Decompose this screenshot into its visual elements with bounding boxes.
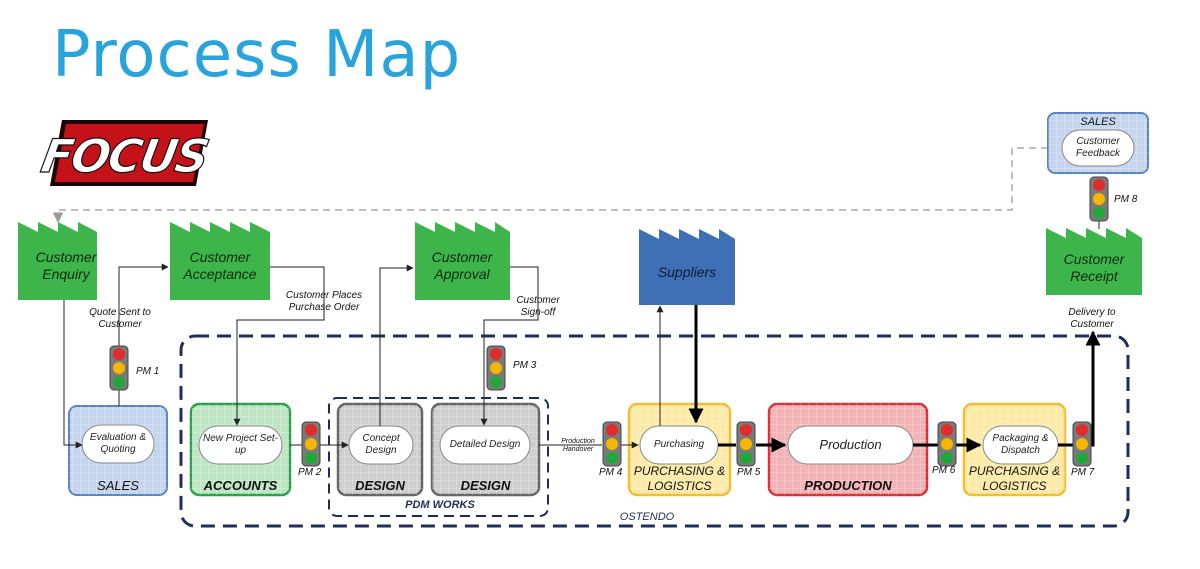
box-design-1 <box>336 402 424 497</box>
pm8-label: PM 8 <box>1114 194 1138 205</box>
box-sales-left <box>68 405 168 496</box>
traffic-light-pm1 <box>109 345 129 391</box>
sales-dept-label: SALES <box>97 478 139 493</box>
new-project-setup-step: New Project Set-up <box>202 433 279 456</box>
packaging-dispatch-step: Packaging & Dispatch <box>992 433 1049 456</box>
quote-sent-label: Quote Sent to Customer <box>89 307 151 330</box>
box-purchasing <box>627 402 732 497</box>
pm2-label: PM 2 <box>298 467 322 478</box>
design-dept-label-2: DESIGN <box>460 478 511 493</box>
box-accounts <box>189 402 292 497</box>
thick-connectors <box>688 305 1101 453</box>
feedback-line <box>52 147 1048 224</box>
ostendo-boundary <box>179 334 1130 528</box>
connectors <box>63 221 1100 449</box>
traffic-light-pm4 <box>602 421 622 467</box>
focus-logo: FOCUS <box>37 120 212 186</box>
box-design-2 <box>430 402 541 497</box>
concept-design-step: Concept Design <box>362 433 400 456</box>
customer-enquiry-label: Customer Enquiry <box>35 249 97 282</box>
factory-suppliers <box>639 229 735 305</box>
production-step: Production <box>819 437 882 452</box>
sales-top-dept-label: SALES <box>1080 116 1116 128</box>
factory-customer-approval <box>415 222 510 300</box>
box-production <box>767 402 929 497</box>
pm5-label: PM 5 <box>737 467 761 478</box>
customer-feedback-step: Customer Feedback <box>1076 136 1120 159</box>
traffic-light-pm6 <box>937 421 957 467</box>
customer-receipt-label: Customer Receipt <box>1063 251 1125 284</box>
accounts-dept-label: ACCOUNTS <box>203 478 278 493</box>
purchasing-step: Purchasing <box>653 439 705 450</box>
traffic-light-pm2 <box>301 421 321 467</box>
traffic-light-pm7 <box>1072 421 1092 467</box>
box-packaging <box>962 402 1067 497</box>
traffic-light-pm8 <box>1089 176 1109 222</box>
packaging-dept-label: PURCHASING & LOGISTICS <box>968 464 1061 493</box>
traffic-light-pm3 <box>486 345 506 391</box>
pm1-label: PM 1 <box>136 366 160 377</box>
factory-customer-receipt <box>1046 228 1142 295</box>
page-title: Process Map <box>52 18 462 92</box>
box-sales-top <box>1047 112 1149 174</box>
pdm-works-boundary <box>328 397 549 517</box>
pm4-label: PM 4 <box>599 467 623 478</box>
detailed-design-step: Detailed Design <box>449 439 521 450</box>
production-dept-label: PRODUCTION <box>804 478 892 493</box>
pm6-label: PM 6 <box>932 465 956 476</box>
evaluation-quoting-step: Evaluation & Quoting <box>89 432 147 455</box>
traffic-light-pm5 <box>736 421 756 467</box>
delivery-label: Delivery to Customer <box>1068 307 1116 330</box>
production-handover-label: Production Handover <box>561 438 595 453</box>
ostendo-label: OSTENDO <box>619 511 675 523</box>
design-dept-label-1: DESIGN <box>355 478 405 493</box>
purchase-order-label: Customer Places Purchase Order <box>285 290 363 313</box>
factory-customer-enquiry <box>18 222 97 300</box>
factory-customer-acceptance <box>170 222 270 300</box>
pm3-label: PM 3 <box>513 360 537 371</box>
svg-text:FOCUS: FOCUS <box>37 129 211 183</box>
sign-off-label: Customer Sign-off <box>516 295 560 318</box>
purchasing-dept-label: PURCHASING & LOGISTICS <box>633 464 726 493</box>
customer-acceptance-label: Customer Acceptance <box>183 249 257 282</box>
pdm-works-label: PDM WORKS <box>405 499 475 511</box>
pm7-label: PM 7 <box>1071 467 1095 478</box>
customer-approval-label: Customer Approval <box>431 249 493 282</box>
suppliers-label: Suppliers <box>657 264 717 280</box>
